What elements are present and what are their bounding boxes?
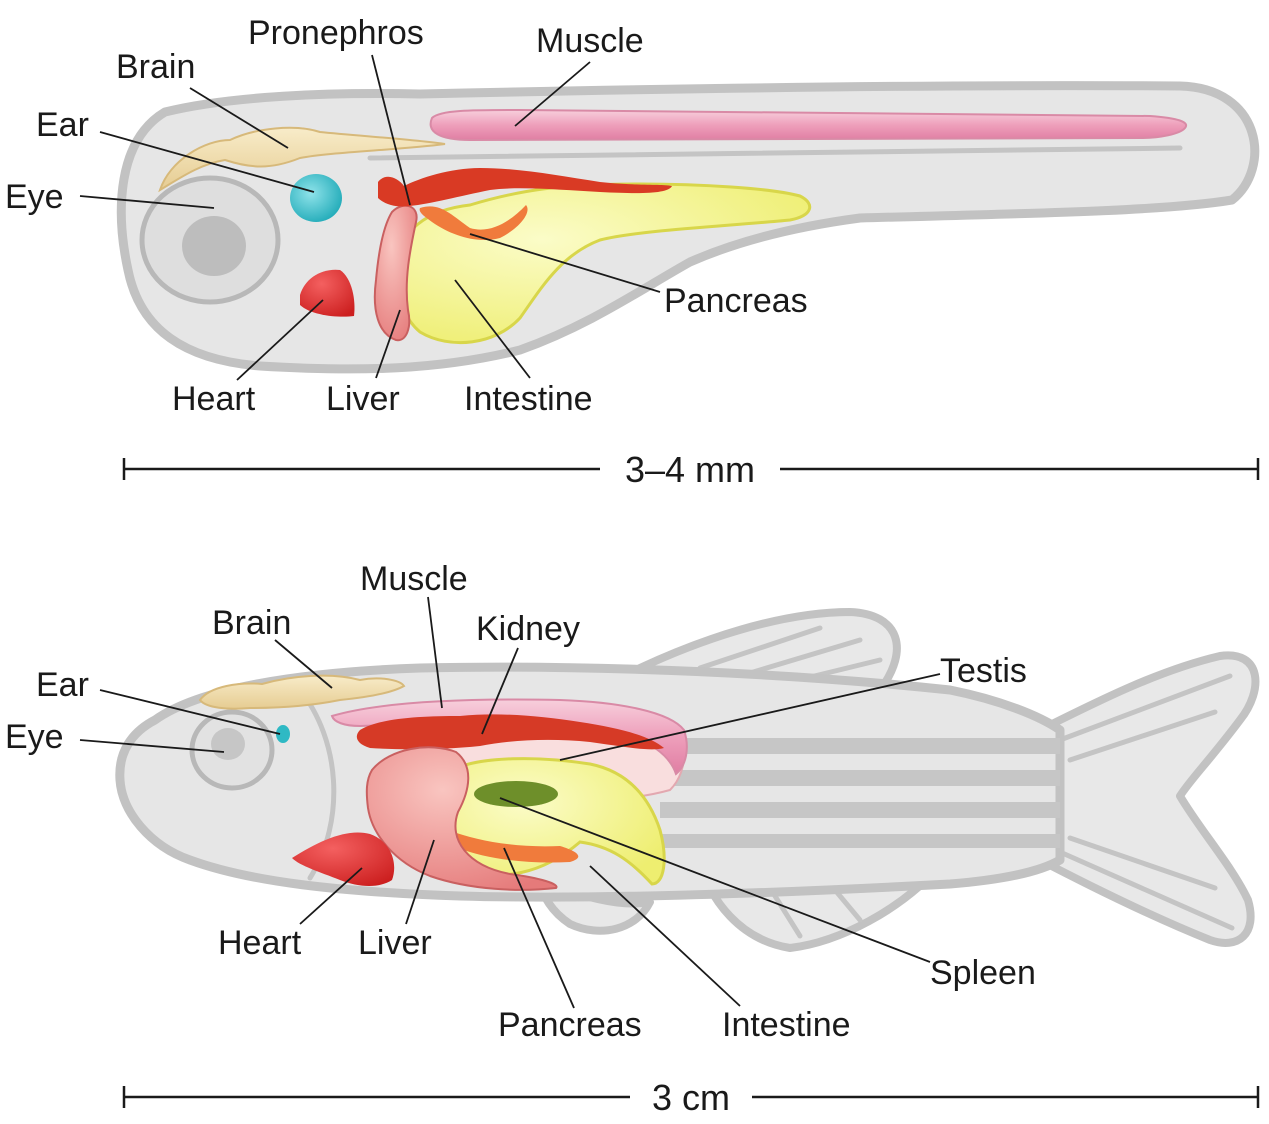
adult-pancreas (444, 830, 579, 863)
adult-leaders (79, 596, 941, 1009)
larva-label-pronephros: Pronephros (248, 14, 424, 52)
adult-label-pancreas: Pancreas (498, 1006, 642, 1044)
adult-label-liver: Liver (358, 924, 432, 962)
larva-label-brain: Brain (116, 48, 195, 86)
larva-label-intestine: Intestine (464, 380, 593, 418)
larva-scale-bar: 3–4 mm (122, 449, 1260, 490)
adult-stripe-4 (660, 834, 1060, 848)
adult-spleen (474, 781, 558, 807)
adult-caudal-fin (1036, 651, 1260, 947)
larva-notochord (367, 145, 1183, 161)
adult-scale-label: 3 cm (652, 1077, 730, 1118)
larva-leaders (79, 54, 661, 381)
adult-stripe-1 (660, 738, 1060, 754)
adult-heart (292, 832, 395, 886)
adult-labels: Muscle Brain Kidney Testis Ear Eye Heart… (5, 560, 1036, 1044)
larva-label-ear: Ear (36, 106, 89, 144)
larva-intestine (396, 182, 812, 345)
adult-brain (198, 674, 406, 710)
larva-heart (300, 269, 355, 317)
larva-brain (158, 126, 446, 193)
adult-label-kidney: Kidney (476, 610, 580, 648)
adult-label-muscle: Muscle (360, 560, 468, 598)
adult-label-heart: Heart (218, 924, 302, 962)
larva-labels: Brain Pronephros Muscle Ear Eye Pancreas… (5, 14, 808, 418)
larva-pancreas (419, 205, 528, 241)
larva-ear (290, 174, 342, 222)
adult-label-brain: Brain (212, 604, 291, 642)
adult-ear (276, 725, 290, 743)
larva-label-heart: Heart (172, 380, 256, 418)
adult-scale-bar: 3 cm (122, 1077, 1260, 1118)
adult-label-ear: Ear (36, 666, 89, 704)
adult-label-testis: Testis (940, 652, 1027, 690)
larva-label-muscle: Muscle (536, 22, 644, 60)
larva-muscle (429, 108, 1188, 142)
larva-eye-lens (182, 216, 246, 276)
adult-eye-lens (211, 728, 245, 760)
adult-stripe-3 (660, 802, 1060, 818)
adult-stripe-2 (660, 770, 1060, 786)
adult-figure (115, 608, 1260, 952)
larva-figure (116, 81, 1260, 374)
larva-label-liver: Liver (326, 380, 400, 418)
larva-liver (373, 204, 418, 342)
adult-label-eye: Eye (5, 718, 64, 756)
adult-label-spleen: Spleen (930, 954, 1036, 992)
larva-label-pancreas: Pancreas (664, 282, 808, 320)
larva-label-eye: Eye (5, 178, 64, 216)
adult-liver (365, 746, 558, 891)
larva-pronephros (378, 168, 672, 207)
larva-scale-label: 3–4 mm (625, 449, 755, 490)
adult-kidney (356, 714, 664, 750)
adult-label-intestine: Intestine (722, 1006, 851, 1044)
